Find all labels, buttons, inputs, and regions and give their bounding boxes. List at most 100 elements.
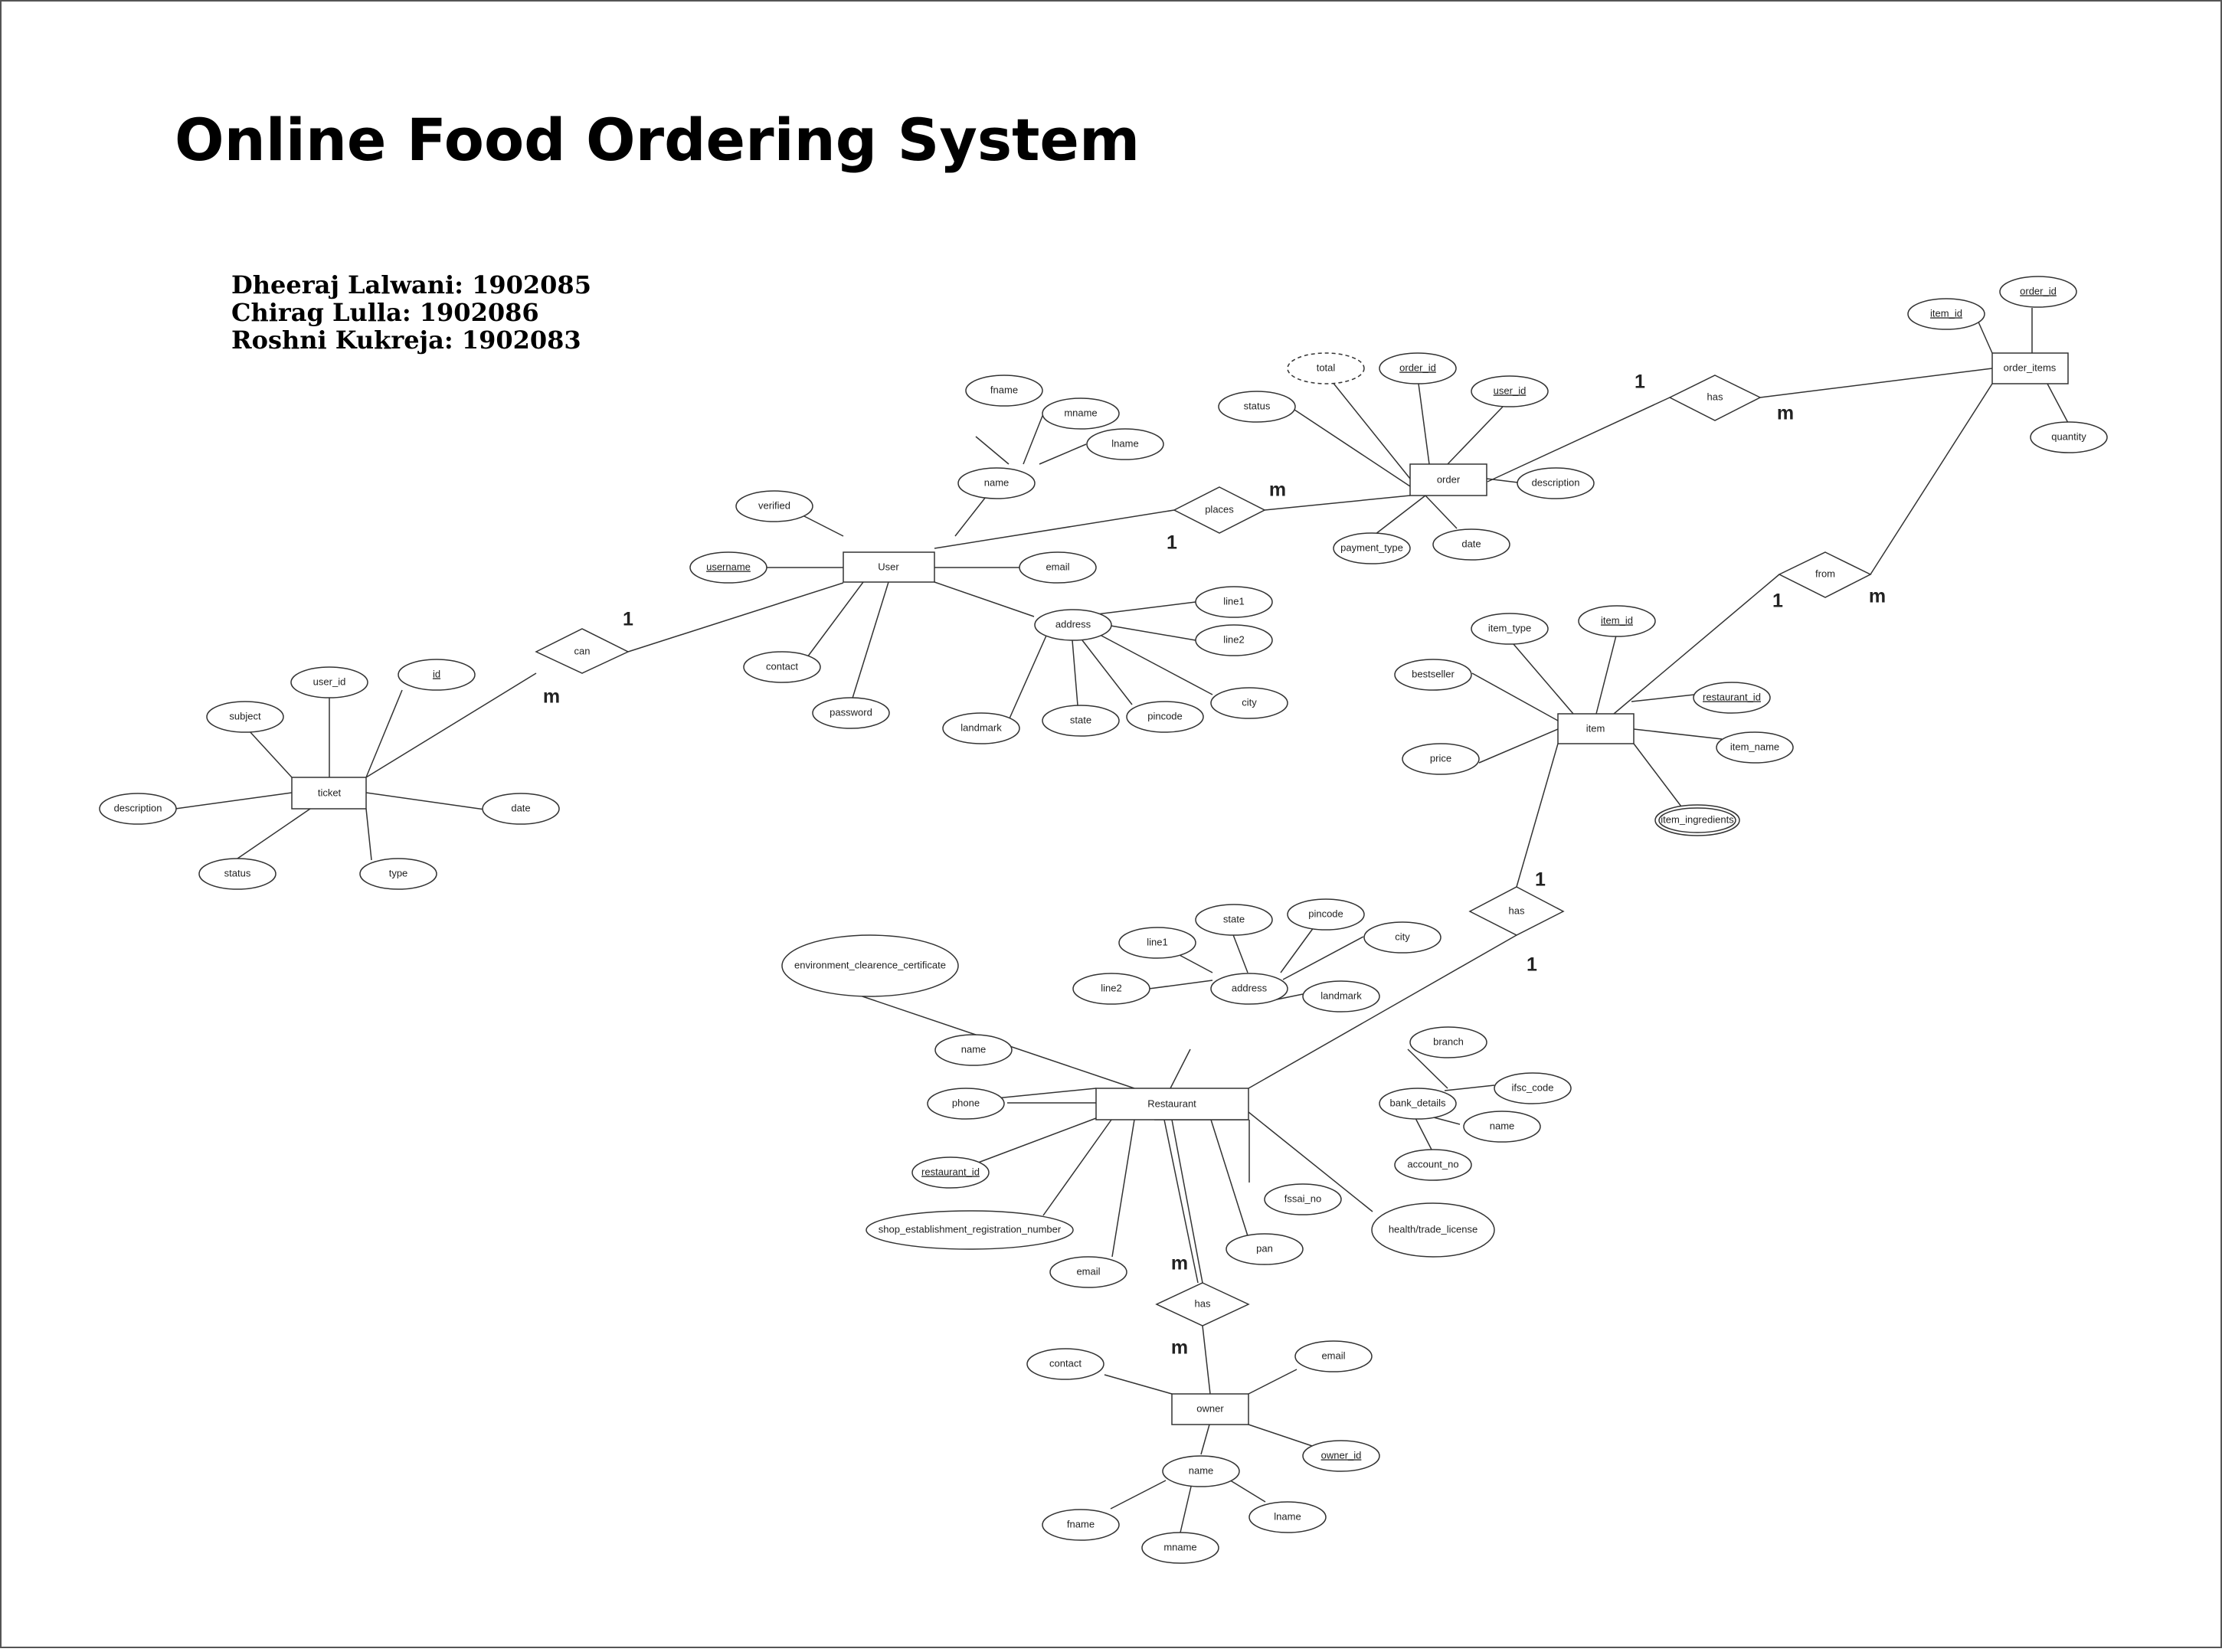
attribute-restaurant-bank_name [1463,1111,1541,1143]
attribute-user-landmark-label: landmark [960,721,1002,733]
entity-ticket [291,777,367,810]
attribute-owner-contact [1026,1348,1104,1380]
attribute-user-lname [1086,428,1164,460]
attribute-owner-mname-label: mname [1163,1541,1196,1552]
attribute-restaurant-state-label: state [1223,913,1245,924]
attribute-order-payment_type-label: payment_type [1340,541,1403,553]
attribute-restaurant-bank_name-label: name [1490,1120,1515,1131]
attribute-owner-fname [1042,1509,1120,1541]
relationship-has_restaurant_owner [1155,1282,1250,1327]
attribute-order-status [1218,391,1296,423]
attribute-item-item_type-label: item_type [1488,622,1531,633]
entity-user [843,551,935,583]
cardinality-from_order_items: m [1869,586,1886,607]
attribute-order_items-order_id-label: order_id [2020,285,2057,296]
cardinality-has_owner: m [1171,1337,1188,1359]
attribute-ticket-date-label: date [511,802,530,813]
attribute-restaurant-email-label: email [1076,1265,1100,1277]
cardinality-places_user: 1 [1167,532,1177,554]
attribute-order_items-item_id-label: item_id [1930,307,1962,319]
attribute-user-pincode [1126,701,1204,733]
attribute-restaurant-bank_details [1379,1088,1457,1120]
relationship-can-label: can [574,645,591,656]
attribute-ticket-status [198,858,277,890]
attribute-order-description [1517,467,1595,499]
entity-owner-label: owner [1196,1402,1224,1414]
attribute-order-user_id-label: user_id [1494,384,1527,396]
attribute-restaurant-city-label: city [1395,931,1410,942]
attribute-item-price-label: price [1430,752,1451,764]
attribute-user-email-label: email [1046,561,1069,572]
attribute-item-item_name-label: item_name [1730,741,1779,752]
attribute-owner-name-label: name [1189,1464,1214,1476]
attribute-order-order_id-label: order_id [1399,361,1436,373]
attribute-ticket-status-label: status [224,867,251,878]
attribute-item-restaurant_id-label: restaurant_id [1703,691,1761,702]
attribute-item-item_id [1578,605,1656,637]
attribute-restaurant-branch-label: branch [1433,1035,1464,1047]
entity-user-label: User [878,561,899,572]
attribute-order-payment_type [1333,532,1411,564]
relationship-from-label: from [1815,568,1835,579]
attribute-user-city-label: city [1242,696,1257,708]
relationship-has_order_items-label: has [1707,391,1723,402]
attribute-user-verified-label: verified [758,499,790,511]
attribute-user-email [1019,551,1097,584]
attribute-user-state [1042,705,1120,737]
attribute-restaurant-city [1363,921,1442,954]
attribute-user-password-label: password [830,706,872,718]
attribute-ticket-type [359,858,437,890]
entity-order_items-label: order_items [2004,361,2057,373]
attribute-ticket-description [99,793,177,825]
attribute-item-bestseller [1394,659,1472,691]
attribute-user-contact [743,651,821,683]
entity-order [1409,463,1487,496]
attribute-restaurant-restaurant_id-label: restaurant_id [921,1166,980,1177]
attribute-order-status-label: status [1244,400,1271,411]
attribute-user-verified [735,490,813,522]
attribute-owner-name [1162,1455,1240,1487]
attribute-restaurant-fssai_no [1264,1183,1342,1215]
attribute-owner-email [1294,1340,1373,1372]
cardinality-has_restaurant: 1 [1527,954,1537,976]
attribute-restaurant-account_no [1394,1149,1472,1181]
attribute-order-date-label: date [1461,538,1481,549]
attribute-ticket-date [482,793,560,825]
attribute-restaurant-landmark [1302,980,1380,1012]
cardinality-has_order_items: m [1777,403,1794,424]
attribute-owner-fname-label: fname [1067,1518,1095,1529]
attribute-owner-lname-label: lname [1274,1510,1301,1522]
attribute-restaurant-account_no-label: account_no [1407,1158,1458,1169]
attribute-user-address [1034,609,1112,641]
cardinality-can_user: 1 [623,609,633,630]
relationship-has_item_restaurant [1468,886,1565,936]
attribute-item-item_id-label: item_id [1601,614,1633,626]
attribute-owner-mname [1141,1532,1219,1564]
attribute-restaurant-address-label: address [1232,982,1268,993]
attribute-restaurant-email [1049,1256,1127,1288]
attribute-owner-contact-label: contact [1049,1357,1082,1369]
attribute-restaurant-state [1195,904,1273,936]
attribute-ticket-id-label: id [433,668,440,679]
attribute-owner-owner_id [1302,1440,1380,1472]
attribute-user-pincode-label: pincode [1147,710,1183,721]
attribute-item-item_type [1471,613,1549,645]
author-3: Roshni Kukreja: 1902083 [231,325,581,355]
page-title: Online Food Ordering System [175,106,1140,174]
attribute-restaurant-line2 [1072,973,1150,1005]
attribute-order-order_id [1379,352,1457,384]
attribute-order-user_id [1471,375,1549,407]
attribute-ticket-type-label: type [389,867,408,878]
attribute-user-lname-label: lname [1111,437,1138,449]
attribute-restaurant-name-label: name [961,1043,987,1055]
attribute-user-mname [1042,397,1120,430]
attribute-order-date [1432,528,1510,561]
attribute-restaurant-pan [1226,1233,1304,1265]
cardinality-has_restaurant_m: m [1171,1253,1188,1274]
attribute-restaurant-bank_details-label: bank_details [1390,1097,1446,1108]
attribute-user-fname-label: fname [990,384,1018,395]
attribute-restaurant-shop_establishment_registration_number [866,1210,1074,1250]
entity-ticket-label: ticket [318,787,342,798]
